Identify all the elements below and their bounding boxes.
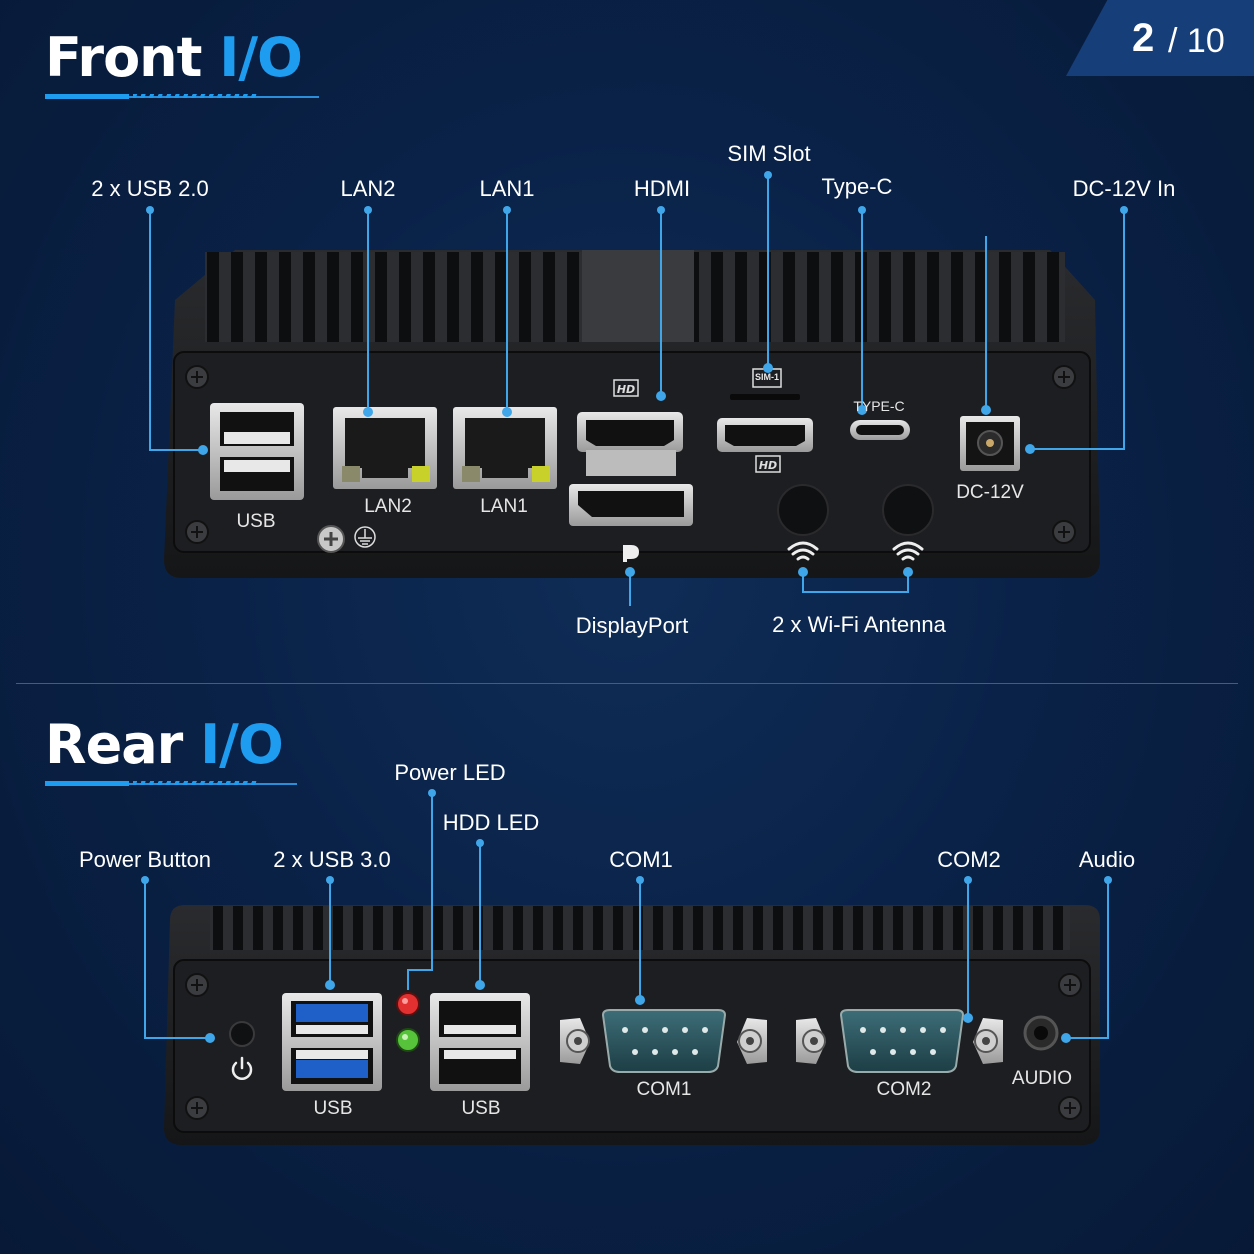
front-sim-print: SIM-1 — [754, 372, 780, 382]
callout-rear-power-led: Power LED — [394, 760, 506, 785]
front-typec-print: TYPE-C — [853, 398, 905, 414]
audio-jack — [1023, 1015, 1059, 1051]
status-leds — [396, 992, 420, 1052]
rear-device — [164, 905, 1100, 1145]
callout-rear-hdd-led: HDD LED — [442, 810, 540, 835]
front-dc-jack — [960, 416, 1020, 471]
page-total: / 10 — [1168, 22, 1225, 60]
com2-port — [796, 1009, 1003, 1073]
rear-usb3-ports — [282, 993, 382, 1091]
front-typec-port — [850, 420, 910, 440]
callout-dots — [141, 171, 1128, 1043]
rear-usb3-print: USB — [313, 1098, 353, 1119]
rear-title: Rear I/O — [45, 713, 284, 776]
front-wifi-antennas — [777, 484, 934, 561]
callout-rear-com1: COM1 — [609, 847, 673, 872]
svg-text:HD: HD — [617, 383, 635, 396]
callout-rear-power-button: Power Button — [78, 847, 212, 872]
front-hdmi-port: HD — [717, 418, 813, 473]
ground-screw — [317, 525, 376, 553]
section-divider — [16, 683, 1238, 684]
front-lan1-print: LAN1 — [480, 496, 528, 517]
front-usb-print: USB — [236, 511, 276, 532]
callout-rear-usb: 2 x USB 3.0 — [273, 847, 391, 872]
front-usb-ports — [210, 403, 304, 500]
callout-front-dc: DC-12V In — [1072, 176, 1176, 201]
callout-front-wifi: 2 x Wi-Fi Antenna — [772, 612, 946, 637]
rear-audio-print: AUDIO — [1011, 1068, 1073, 1089]
power-button — [229, 1021, 255, 1080]
front-lan1-port — [453, 407, 557, 489]
front-lan2-print: LAN2 — [364, 496, 412, 517]
page-current: 2 — [1132, 16, 1155, 60]
rear-com1-print: COM1 — [636, 1079, 692, 1100]
callout-front-lan2: LAN2 — [340, 176, 396, 201]
com1-port — [560, 1009, 767, 1073]
rear-usb-print: USB — [461, 1098, 501, 1119]
callout-front-displayport: DisplayPort — [575, 613, 689, 638]
front-device: HD HD — [164, 250, 1100, 578]
rear-title-underline — [45, 781, 297, 786]
callout-front-hdmi: HDMI — [633, 176, 691, 201]
front-heatsink-block — [582, 250, 694, 342]
callout-front-lan1: LAN1 — [479, 176, 535, 201]
callout-lines — [144, 175, 1125, 1039]
callout-front-usb: 2 x USB 2.0 — [91, 176, 209, 201]
callout-rear-com2: COM2 — [937, 847, 1001, 872]
callout-front-typec: Type-C — [821, 174, 893, 199]
callout-front-sim: SIM Slot — [727, 141, 811, 166]
front-dc-print: DC-12V — [956, 482, 1024, 503]
rear-usb-ports — [430, 993, 530, 1091]
callout-rear-audio: Audio — [1078, 847, 1136, 872]
front-title: Front I/O — [45, 26, 303, 89]
svg-text:HD: HD — [759, 459, 777, 472]
front-title-underline — [45, 94, 319, 99]
rear-com2-print: COM2 — [876, 1079, 932, 1100]
rear-screws — [185, 973, 1082, 1120]
front-hdmi-dp-stack: HD — [569, 379, 693, 562]
front-lan2-port — [333, 407, 437, 489]
